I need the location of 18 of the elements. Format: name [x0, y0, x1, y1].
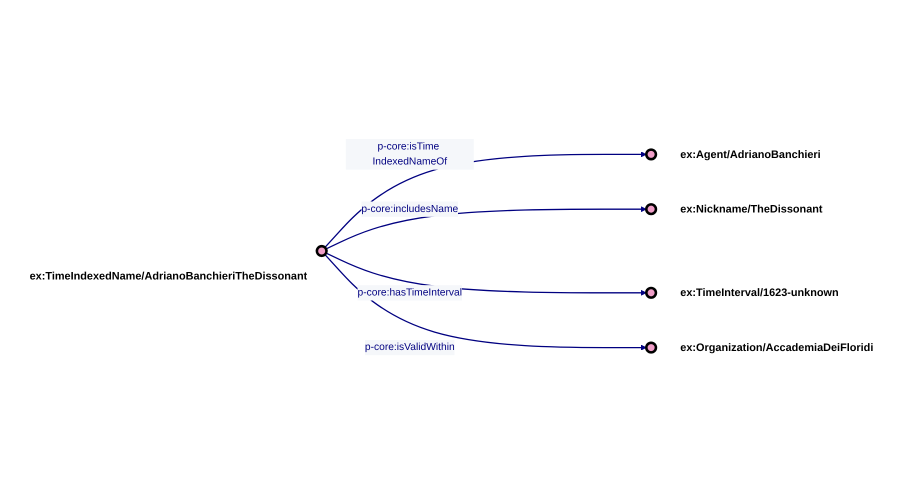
- arrow: [324, 152, 647, 248]
- node-label: ex:Nickname/TheDissonant: [680, 202, 823, 216]
- node-label: ex:Organization/AccademiaDeiFloridi: [680, 341, 874, 354]
- edge-label: p-core:hasTimeInterval: [358, 287, 462, 298]
- node-label: ex:TimeIndexedName/AdrianoBanchieriTheDissonant: [30, 270, 308, 282]
- edge-label: p-core:includesName: [361, 203, 458, 214]
- arrow: [326, 252, 647, 296]
- arrow: [324, 254, 647, 350]
- node-circle: [645, 203, 658, 216]
- node-circle: [645, 148, 658, 160]
- node-label: ex:TimeInterval/1623-unknown: [680, 286, 839, 299]
- edge-label: p-core:isTime IndexedNameOf: [372, 140, 448, 168]
- node-circle: [316, 244, 328, 258]
- node-circle: [645, 342, 658, 354]
- node-circle: [645, 286, 658, 299]
- node-label: ex:Agent/AdrianoBanchieri: [680, 148, 821, 160]
- arrow: [326, 206, 647, 250]
- edge-label: p-core:isValidWithin: [364, 342, 455, 353]
